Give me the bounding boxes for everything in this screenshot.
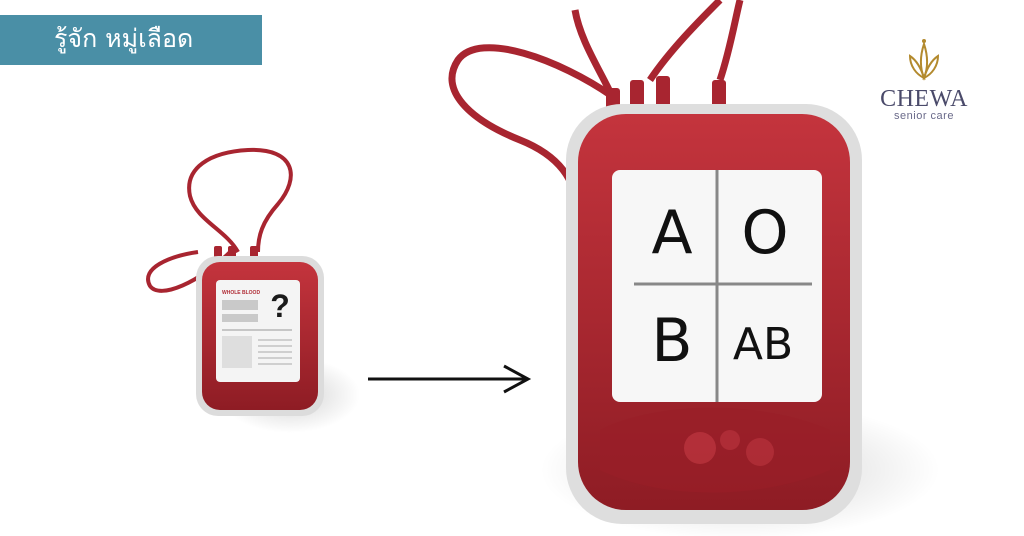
small-bag-label-title: WHOLE BLOOD [222,290,261,296]
blood-type-o: O [741,198,789,268]
lotus-icon [908,39,940,81]
unknown-blood-type: ? [270,288,290,324]
page-title: รู้จัก หมู่เลือด [54,24,194,53]
big-bag-tube [448,44,614,211]
big-bag-tube-3 [716,0,744,82]
arrow-head-icon [503,364,532,394]
big-bag-tube-4 [571,9,616,98]
big-bag-tube-2 [647,0,723,82]
chewa-logo: CHEWA senior care [868,38,980,128]
small-bag-tube [187,147,293,254]
logo-name: CHEWA [880,86,968,112]
blood-type-ab: AB [732,319,794,370]
blood-type-b: B [651,306,693,376]
logo-tagline: senior care [894,110,954,122]
blood-type-a: A [651,198,693,268]
title-banner: รู้จัก หมู่เลือด [0,15,262,65]
